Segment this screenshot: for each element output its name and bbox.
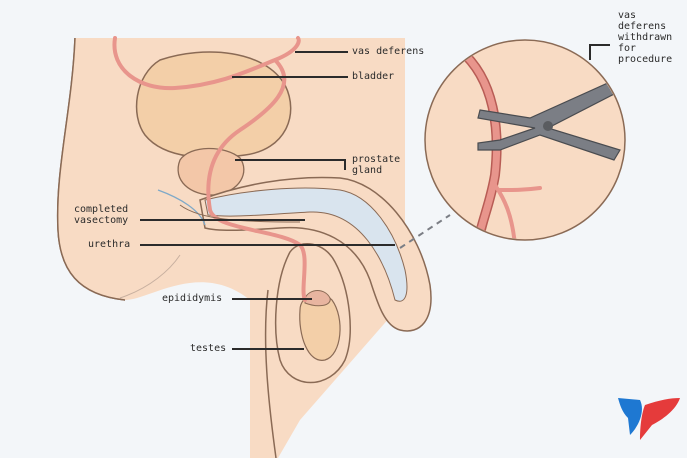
label-vas-withdrawn: vas deferens withdrawn for procedure [618,10,673,65]
label-completed-vasectomy: completed vasectomy [74,204,129,226]
urethra-channel [204,187,408,302]
label-bladder: bladder [352,71,395,82]
zoom-connector [399,214,451,249]
label-vas-deferens: vas deferens [352,46,425,57]
vas-deferens-tube [112,36,307,302]
label-prostate-gland: prostate gland [352,154,401,176]
leader-prostate [235,159,346,170]
body-outline-2 [56,37,126,301]
brand-logo [618,398,680,440]
base-curve [119,254,181,299]
label-testes: testes [190,343,227,354]
vas-blue-line [157,189,206,226]
withdrawn-callout [589,44,610,60]
leg-outline [264,289,277,458]
zoom-vas-branch [493,183,542,239]
label-epididymis: epididymis [162,293,223,304]
epididymis-shape [304,290,331,307]
bladder-shape [135,51,292,159]
label-urethra: urethra [88,239,131,250]
